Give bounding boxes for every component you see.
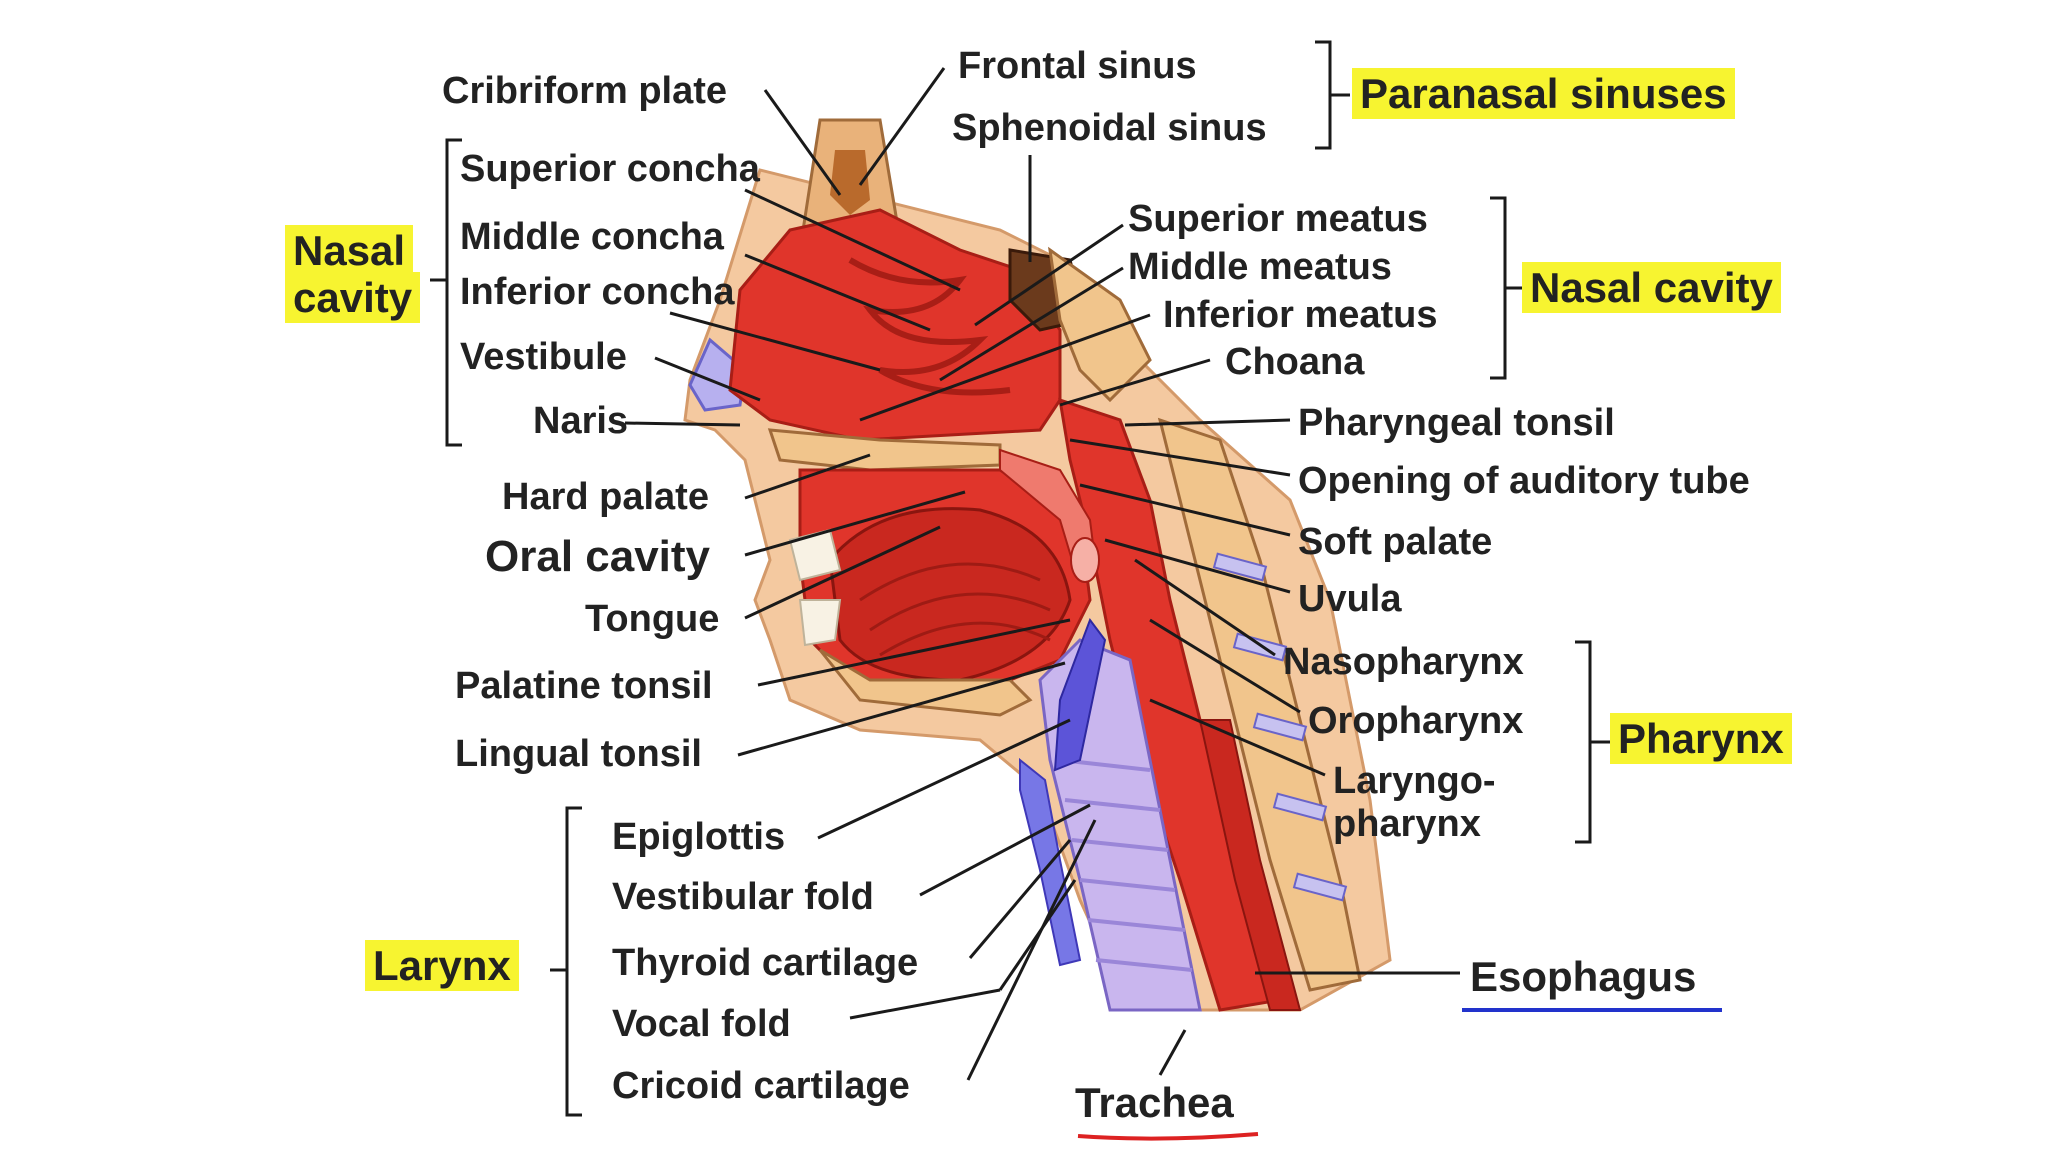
label-cricoid-cartilage: Cricoid cartilage [612,1065,910,1107]
group-brackets [430,40,1610,1117]
label-thyroid-cartilage: Thyroid cartilage [612,942,919,984]
bracket-nasal-left [430,138,462,447]
label-soft-palate: Soft palate [1298,521,1493,563]
group-label-larynx: Larynx [365,940,519,992]
trachea-rings [1059,758,1193,972]
label-lingual-tonsil: Lingual tonsil [455,733,702,775]
group-label-paranasal-sinuses: Paranasal sinuses [1352,68,1735,120]
label-inferior-concha: Inferior concha [460,271,735,313]
mandible [818,648,1033,717]
intervertebral-discs [1212,552,1348,902]
label-hard-palate: Hard palate [502,476,709,518]
label-naris: Naris [533,400,629,442]
label-vestibular-fold: Vestibular fold [612,876,874,918]
leader-lines [624,67,1460,1081]
conchae [848,257,1011,396]
bracket-paranasal [1315,40,1350,150]
label-superior-meatus: Superior meatus [1128,198,1428,240]
label-oral-cavity: Oral cavity [485,532,711,581]
label-tongue: Tongue [585,598,720,640]
label-sphenoidal-sinus: Sphenoidal sinus [952,107,1267,149]
group-label-nasal-cavity-left-line2: cavity [285,272,421,324]
esophagus-tube [1198,719,1302,1011]
uvula-shape [1070,537,1100,583]
label-laryngopharynx-line2: pharynx [1333,803,1481,845]
label-middle-concha: Middle concha [460,216,724,258]
tongue-fibers [859,562,1051,657]
group-label-nasal-cavity-right: Nasal cavity [1522,262,1781,314]
label-esophagus: Esophagus [1470,953,1697,1000]
bracket-larynx [550,806,582,1117]
label-opening-of-auditory-tube: Opening of auditory tube [1298,460,1750,502]
label-pharyngeal-tonsil: Pharyngeal tonsil [1298,402,1615,444]
frontal-sinus [830,150,870,215]
bracket-pharynx [1575,640,1610,844]
label-vocal-fold: Vocal fold [612,1003,791,1045]
label-frontal-sinus: Frontal sinus [958,45,1197,87]
label-uvula: Uvula [1298,578,1402,620]
bracket-nasal-right [1490,196,1525,380]
group-label-pharynx: Pharynx [1610,713,1792,765]
label-middle-meatus: Middle meatus [1128,246,1392,288]
label-inferior-meatus: Inferior meatus [1163,294,1438,336]
label-choana: Choana [1225,341,1365,383]
group-label-nasal-cavity-left-line1: Nasal [285,225,414,277]
label-laryngopharynx-line1: Laryngo- [1333,760,1496,802]
label-nasopharynx: Nasopharynx [1283,641,1524,683]
epiglottis-shape [1053,617,1107,772]
nasal-cavity-region [728,208,1062,442]
vertebral-column [1157,417,1362,992]
label-epiglottis: Epiglottis [612,816,786,858]
cranial-base [1048,246,1152,403]
label-superior-concha: Superior concha [460,148,760,190]
label-palatine-tonsil: Palatine tonsil [455,665,713,707]
trachea-underline [1077,1132,1259,1141]
label-oropharynx: Oropharynx [1308,700,1524,742]
label-vestibule: Vestibule [460,336,627,378]
label-trachea: Trachea [1075,1079,1234,1126]
label-cribriform-plate: Cribriform plate [442,70,728,112]
